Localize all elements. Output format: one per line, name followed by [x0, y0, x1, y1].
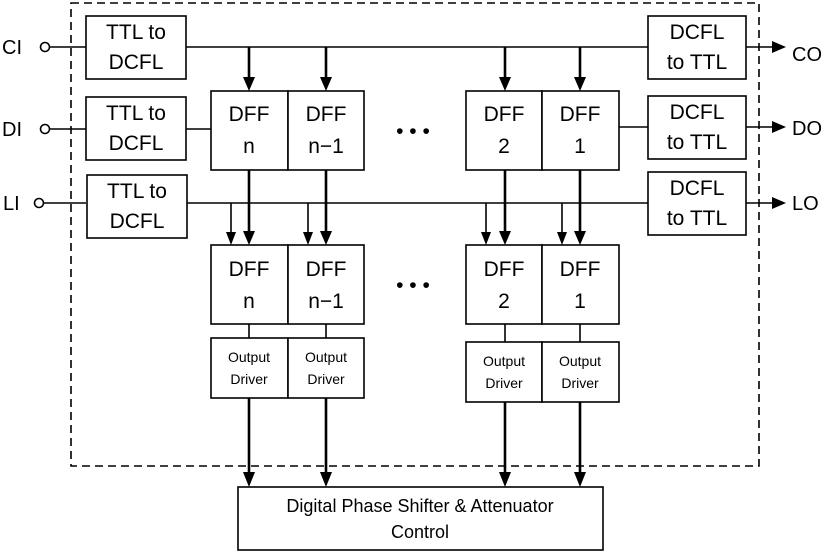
- dff-label: DFF: [560, 258, 601, 281]
- dff-index: n−1: [308, 135, 344, 158]
- dff-label: DFF: [229, 258, 270, 281]
- driver-label: Output: [559, 353, 601, 369]
- control-label-line2: Control: [391, 522, 449, 542]
- ttl-to-dcfl-ci: TTL to DCFL: [85, 15, 187, 80]
- driver-label: Driver: [561, 375, 599, 391]
- chip-boundary: [70, 2, 760, 467]
- converter-label: DCFL: [670, 21, 725, 44]
- do-label: DO: [792, 118, 822, 140]
- co-label: CO: [792, 44, 822, 66]
- driver-label: Output: [228, 349, 270, 365]
- dff-index: 1: [574, 135, 586, 158]
- ci-pin: [39, 41, 51, 53]
- output-driver-n: Output Driver: [210, 337, 289, 399]
- arrow-head: [303, 232, 313, 245]
- di-pin: [39, 123, 51, 135]
- arrow-head: [243, 77, 255, 91]
- ttl-to-dcfl-di: TTL to DCFL: [85, 96, 187, 161]
- dcfl-to-ttl-lo: DCFL to TTL: [647, 171, 747, 236]
- ellipsis-shift-register: • • •: [396, 120, 430, 143]
- di-label: DI: [2, 119, 22, 141]
- arrow-head: [772, 41, 786, 53]
- driver-label: Driver: [485, 375, 523, 391]
- converter-label: DCFL: [670, 177, 725, 200]
- shift-dff-n-1: DFF n−1: [287, 90, 365, 171]
- dff-index: n: [243, 290, 255, 313]
- ci-label: CI: [2, 37, 22, 59]
- phase-shifter-control-block: Digital Phase Shifter & Attenuator Contr…: [237, 486, 604, 551]
- converter-label: to TTL: [667, 207, 727, 230]
- dcfl-to-ttl-co: DCFL to TTL: [647, 15, 747, 80]
- output-driver-1: Output Driver: [541, 341, 620, 403]
- ttl-to-dcfl-li: TTL to DCFL: [86, 174, 188, 239]
- converter-label: DCFL: [109, 132, 164, 155]
- arrow-head: [557, 232, 567, 245]
- arrow-head: [772, 197, 786, 209]
- lo-label: LO: [792, 193, 819, 215]
- control-label-line1: Digital Phase Shifter & Attenuator: [286, 496, 553, 516]
- arrow-head: [226, 232, 236, 245]
- dff-label: DFF: [229, 103, 270, 126]
- shift-dff-2: DFF 2: [465, 90, 543, 171]
- driver-label: Driver: [307, 371, 345, 387]
- dff-label: DFF: [306, 258, 347, 281]
- dff-index: n: [243, 135, 255, 158]
- arrow-head: [320, 472, 332, 487]
- arrow-head: [772, 121, 786, 133]
- converter-label: DCFL: [110, 210, 165, 233]
- shift-dff-1: DFF 1: [541, 90, 620, 171]
- arrow-head: [243, 231, 255, 245]
- driver-label: Driver: [230, 371, 268, 387]
- dff-label: DFF: [484, 103, 525, 126]
- converter-label: TTL to: [106, 102, 166, 125]
- arrow-head: [574, 77, 586, 91]
- dff-index: n−1: [308, 290, 344, 313]
- dff-index: 1: [574, 290, 586, 313]
- arrow-head: [499, 77, 511, 91]
- converter-label: DCFL: [109, 51, 164, 74]
- dff-label: DFF: [306, 103, 347, 126]
- li-pin: [33, 197, 45, 209]
- shift-dff-n: DFF n: [210, 90, 289, 171]
- latch-dff-1: DFF 1: [541, 244, 620, 325]
- arrow-head: [499, 231, 511, 245]
- arrow-head: [320, 77, 332, 91]
- converter-label: TTL to: [106, 21, 166, 44]
- arrow-head: [243, 472, 255, 487]
- converter-label: to TTL: [667, 51, 727, 74]
- ellipsis-latch: • • •: [396, 274, 430, 297]
- arrow-head: [574, 472, 586, 487]
- converter-label: DCFL: [670, 101, 725, 124]
- dff-label: DFF: [560, 103, 601, 126]
- output-driver-n-1: Output Driver: [287, 337, 365, 399]
- latch-dff-n-1: DFF n−1: [287, 244, 365, 325]
- converter-label: TTL to: [107, 180, 167, 203]
- dff-index: 2: [498, 290, 510, 313]
- dcfl-to-ttl-do: DCFL to TTL: [647, 95, 747, 160]
- arrow-head: [499, 472, 511, 487]
- latch-dff-n: DFF n: [210, 244, 289, 325]
- arrow-head: [481, 232, 491, 245]
- li-label: LI: [3, 193, 20, 215]
- dff-label: DFF: [484, 258, 525, 281]
- arrow-head: [320, 231, 332, 245]
- driver-label: Output: [305, 349, 347, 365]
- output-driver-2: Output Driver: [465, 341, 543, 403]
- driver-label: Output: [483, 353, 525, 369]
- dff-index: 2: [498, 135, 510, 158]
- arrow-head: [574, 231, 586, 245]
- converter-label: to TTL: [667, 131, 727, 154]
- latch-dff-2: DFF 2: [465, 244, 543, 325]
